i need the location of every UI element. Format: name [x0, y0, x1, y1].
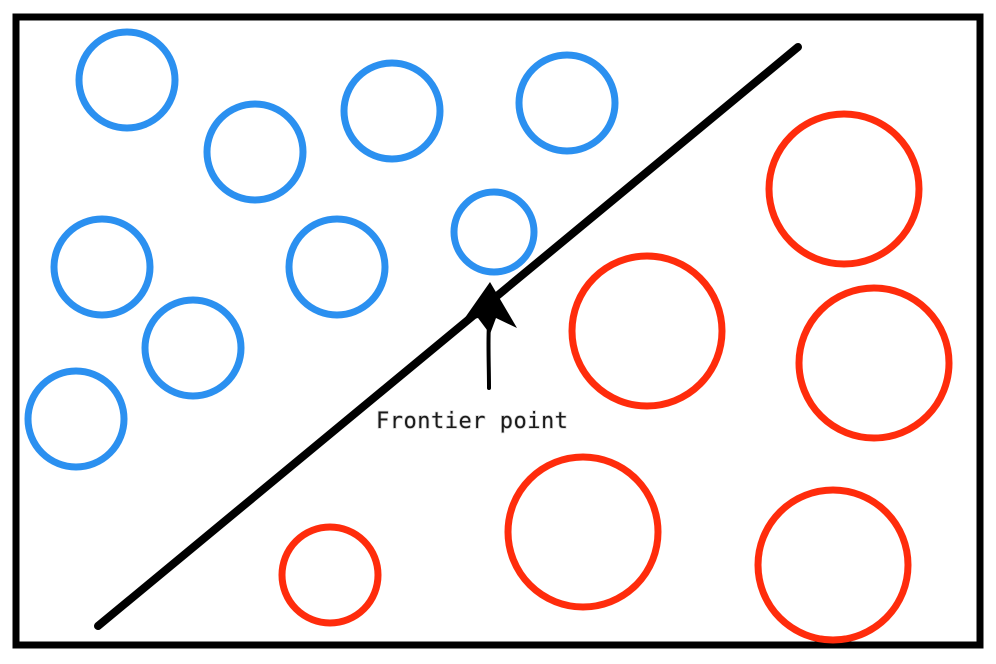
arrow-head — [462, 282, 517, 334]
blue-circle — [141, 296, 245, 400]
pointer-arrow — [462, 282, 517, 390]
blue-circle — [515, 51, 619, 155]
diagram-frame — [12, 13, 984, 649]
separator-line — [94, 43, 802, 630]
blue-circle — [203, 100, 307, 204]
red-circle — [754, 486, 912, 644]
red-circle — [568, 252, 726, 410]
blue-circle — [285, 215, 389, 319]
red-circle-group — [278, 110, 953, 644]
frontier-point-label: Frontier point — [376, 409, 568, 434]
red-circle — [765, 110, 923, 268]
red-circle — [278, 523, 382, 627]
red-circle — [504, 453, 662, 611]
blue-circle — [340, 59, 444, 163]
blue-circle-group — [24, 28, 619, 471]
red-circle — [795, 284, 953, 442]
blue-circle — [450, 188, 538, 276]
blue-circle — [75, 28, 179, 132]
blue-circle — [50, 215, 154, 319]
blue-circle — [24, 367, 128, 471]
